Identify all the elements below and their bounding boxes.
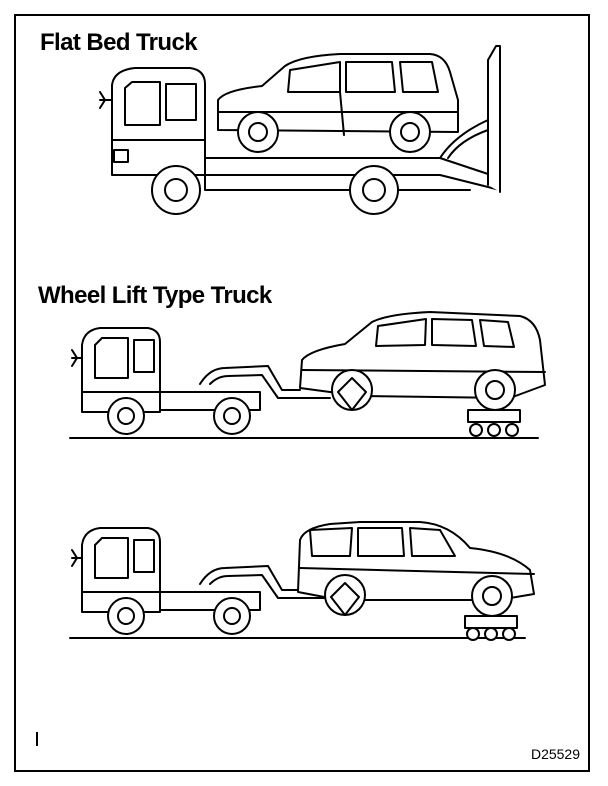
wheel-lift-truck-drawing-2 bbox=[70, 522, 534, 640]
flat-bed-truck-label: Flat Bed Truck bbox=[40, 29, 198, 56]
flat-bed-truck-drawing bbox=[100, 46, 500, 214]
figure-code: D25529 bbox=[530, 746, 580, 762]
wheel-lift-truck-label: Wheel Lift Type Truck bbox=[38, 282, 272, 309]
page-mark bbox=[36, 732, 38, 746]
wheel-lift-truck-drawing-1 bbox=[70, 312, 545, 438]
